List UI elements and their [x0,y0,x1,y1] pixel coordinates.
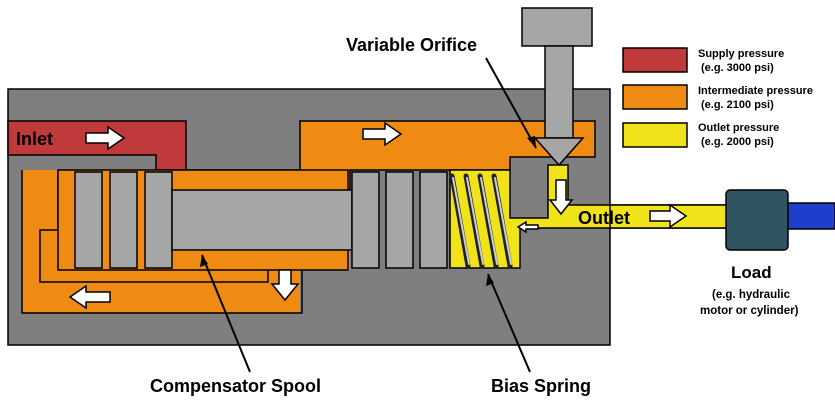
compensator-spool [74,171,448,269]
leader-lines [201,57,537,373]
arrow-left-icon [516,220,539,234]
intermediate-lower-loop [22,170,300,313]
legend-swatch-outlet [622,122,688,148]
arrow-right-icon [649,203,688,229]
legend-value-intermediate: (e.g. 2100 psi) [701,99,774,111]
spool-land-1 [74,171,103,269]
actuator-rod [787,202,835,230]
arrow-right-icon [85,125,126,151]
compensator-spool-label: Compensator Spool [150,376,321,396]
variable-orifice-label: Variable Orifice [346,35,477,55]
spool-land-3 [144,171,173,269]
leader-arrowheads [200,136,536,286]
load-description-line-1: (e.g. hydraulic [712,289,791,301]
bias-spring-label: Bias Spring [491,376,591,396]
spool-land-4 [351,171,380,269]
variable-orifice-needle [521,7,593,167]
arrow-left-icon [68,284,111,310]
arrow-right-icon [362,121,403,147]
arrow-down-icon [548,179,574,216]
load-label: Load [731,263,772,282]
legend-value-outlet: (e.g. 2000 psi) [701,136,774,148]
flow-arrows [68,121,688,310]
bias-spring-highlight [452,177,512,265]
spool-land-6 [419,171,448,269]
spool-land-2 [109,171,138,269]
legend-label-intermediate: Intermediate pressure [698,85,813,97]
load-block [725,189,789,251]
legend: Supply pressure (e.g. 3000 psi) Intermed… [622,47,813,148]
inlet-label: Inlet [16,129,53,149]
spool-stem [171,189,353,251]
load-description-line-2: motor or cylinder) [700,305,799,317]
spool-land-5 [385,171,414,269]
legend-value-supply: (e.g. 3000 psi) [701,62,774,74]
legend-swatch-intermediate [622,84,688,110]
outlet-label: Outlet [578,208,630,228]
legend-label-outlet: Outlet pressure [698,122,779,134]
arrow-down-icon [270,269,300,302]
legend-swatch-supply [622,47,688,73]
legend-label-supply: Supply pressure [698,48,784,60]
